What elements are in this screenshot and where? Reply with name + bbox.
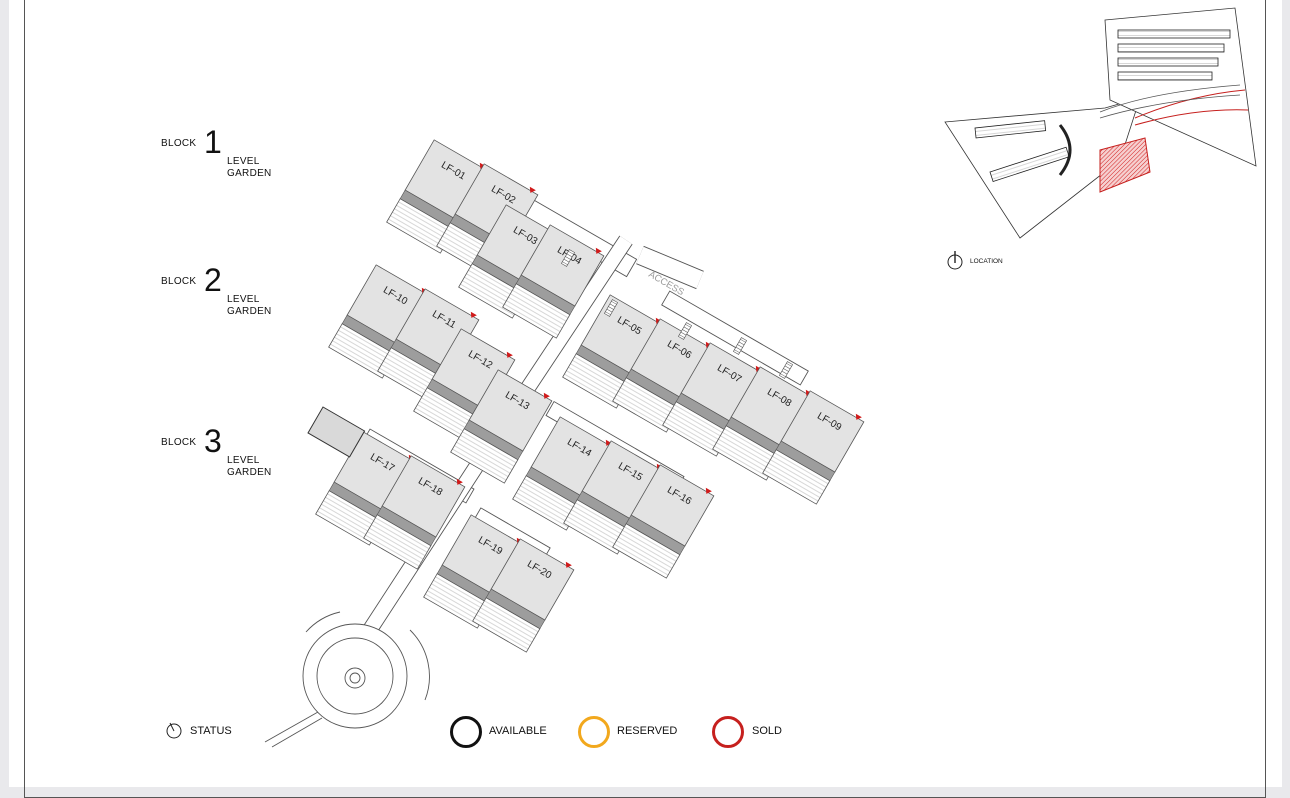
stairs-2 xyxy=(677,322,693,340)
walkway-block-2-right xyxy=(661,290,809,386)
unit-lf-15[interactable]: LF-15 xyxy=(563,438,667,555)
unit-lf-18[interactable]: LF-18 xyxy=(363,453,467,570)
stairs-0 xyxy=(560,249,576,267)
stairs-4 xyxy=(778,361,794,379)
block-word: BLOCK xyxy=(161,138,197,149)
unit-lf-05[interactable]: LF-05 xyxy=(562,292,666,409)
stairs-3 xyxy=(732,337,748,355)
block-number: 2 xyxy=(204,262,222,298)
unit-lf-04[interactable]: LF-04 xyxy=(502,222,606,339)
reserved-label: RESERVED xyxy=(617,725,678,737)
unit-lf-07[interactable]: LF-07 xyxy=(662,340,766,457)
status-label: STATUS xyxy=(190,725,232,737)
location-minimap xyxy=(944,7,1257,239)
access-road xyxy=(636,245,704,290)
block-word: BLOCK xyxy=(161,276,197,287)
unit-lf-16[interactable]: LF-16 xyxy=(612,462,716,579)
reserved-ring xyxy=(578,716,610,748)
stairs-1 xyxy=(603,299,619,317)
location-label: LOCATION xyxy=(970,258,1003,265)
unit-lf-13[interactable]: LF-13 xyxy=(450,367,554,484)
unit-lf-09[interactable]: LF-09 xyxy=(762,388,866,505)
block-word: BLOCK xyxy=(161,437,197,448)
sold-ring xyxy=(712,716,744,748)
north-arrow-icon xyxy=(947,251,963,270)
lot-box xyxy=(307,406,366,458)
status-icon xyxy=(166,722,182,739)
block-number: 3 xyxy=(204,423,222,459)
sold-label: SOLD xyxy=(752,725,782,737)
unit-lf-20[interactable]: LF-20 xyxy=(472,536,576,653)
available-ring xyxy=(450,716,482,748)
roundabout xyxy=(264,611,430,748)
block-number: 1 xyxy=(204,124,222,160)
available-label: AVAILABLE xyxy=(489,725,547,737)
